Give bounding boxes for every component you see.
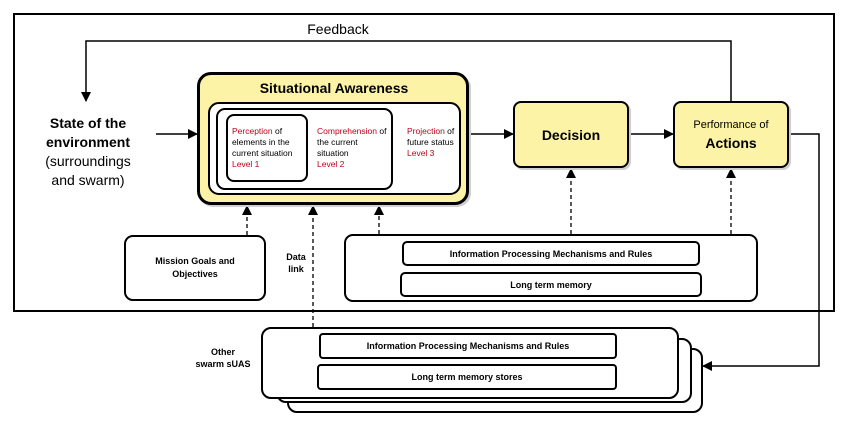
mission-goals-line-2: Objectives <box>172 269 218 279</box>
projection-text: Projection of future status Level 3 <box>407 126 457 176</box>
data-link-line-1: Data <box>286 252 306 262</box>
comprehension-level: Level 2 <box>317 159 345 169</box>
feedback-label: Feedback <box>307 21 369 37</box>
perception-text: Perception of elements in the current si… <box>232 126 306 176</box>
performance-of-label: Performance of <box>693 119 769 131</box>
projection-level: Level 3 <box>407 148 435 158</box>
projection-description: of future status <box>407 126 455 147</box>
actions-label: Actions <box>705 135 757 151</box>
other-swarm-line-2: swarm sUAS <box>195 359 251 369</box>
perception-box <box>226 114 308 182</box>
mission-goals-box: Mission Goals and Objectives <box>124 235 266 301</box>
feedback-arrow <box>81 40 732 102</box>
projection-term: Projection <box>407 126 445 136</box>
data-link-label: Data link <box>278 251 314 277</box>
swarm-processing-rules-box: Information Processing Mechanisms and Ru… <box>319 333 617 359</box>
mission-goals-line-1: Mission Goals and <box>155 256 235 266</box>
processing-rules-box: Information Processing Mechanisms and Ru… <box>402 241 700 266</box>
perception-term: Perception <box>232 126 273 136</box>
system-frame <box>13 13 835 312</box>
state-line-4: and swarm) <box>51 172 125 188</box>
other-swarm-line-1: Other <box>210 347 235 357</box>
state-line-3: (surroundings <box>45 153 131 169</box>
data-link-line-2: link <box>288 264 304 274</box>
comprehension-description: of the current situation <box>317 126 387 158</box>
actions-to-swarm-arrow <box>702 133 820 371</box>
comprehension-term: Comprehension <box>317 126 378 136</box>
decision-box: Decision <box>513 101 629 168</box>
state-of-environment-label: State of the environment (surroundings a… <box>28 114 148 200</box>
comprehension-text: Comprehension of the current situation L… <box>317 126 389 176</box>
long-term-memory-box: Long term memory <box>400 272 702 297</box>
perception-level: Level 1 <box>232 159 260 169</box>
actions-box <box>673 101 789 168</box>
other-swarm-label: Other swarm sUAS <box>188 346 258 372</box>
perception-description: of elements in the current situation <box>232 126 293 158</box>
state-line-2: environment <box>45 134 130 150</box>
situational-awareness-title: Situational Awareness <box>259 80 409 96</box>
state-line-1: State of the <box>49 115 127 131</box>
swarm-memory-stores-box: Long term memory stores <box>317 364 617 390</box>
